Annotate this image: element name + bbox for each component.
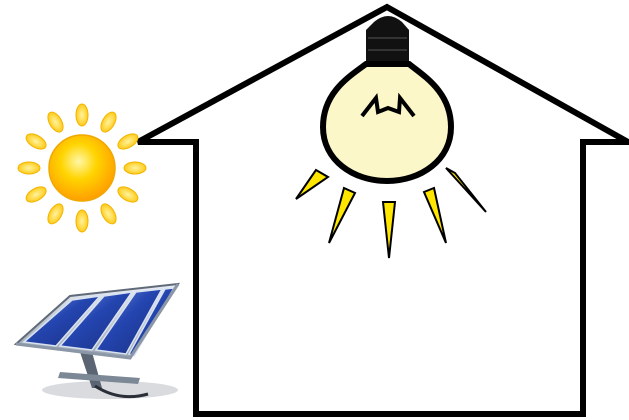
light-ray <box>329 188 355 243</box>
light-ray <box>424 188 446 243</box>
light-ray <box>383 202 395 258</box>
solar-panel-icon <box>16 284 178 399</box>
light-bulb-icon <box>323 16 451 181</box>
sun-icon <box>18 104 146 232</box>
bulb-glass <box>323 64 451 181</box>
sun-core <box>49 135 115 201</box>
light-ray <box>446 168 486 212</box>
bulb-base <box>366 16 409 64</box>
light-ray <box>296 170 328 199</box>
